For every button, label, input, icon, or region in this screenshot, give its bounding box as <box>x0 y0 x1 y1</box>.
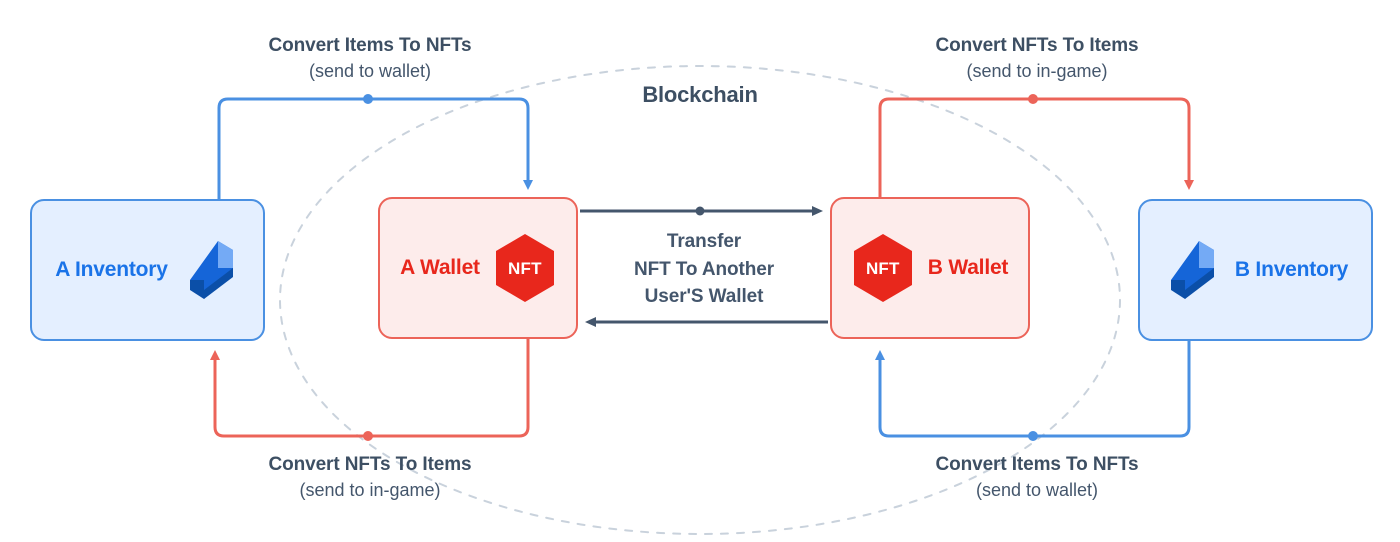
hexagon-shape <box>853 234 912 302</box>
node-a-wallet-label: A Wallet <box>400 256 480 279</box>
flow-path-dot-bottom-left <box>363 431 373 441</box>
flow-label-bottom-right-main: Convert Items To NFTs <box>935 454 1139 475</box>
node-a-inventory-label: A Inventory <box>55 258 168 281</box>
nft-hexagon-icon: NFT <box>852 233 914 303</box>
flow-label-top-right: Convert NFTs To Items (send to in-game) <box>912 33 1162 83</box>
flow-label-bottom-left: Convert NFTs To Items (send to in-game) <box>245 452 495 502</box>
node-b-inventory-label: B Inventory <box>1234 258 1349 281</box>
nft-badge-text: NFT <box>865 258 900 278</box>
nft-badge-text: NFT <box>508 258 542 278</box>
flow-path-dot-top-right <box>1028 94 1038 104</box>
flow-path-convert-items-to-nfts-b <box>875 341 1191 438</box>
nft-hexagon-icon: NFT <box>494 233 556 303</box>
node-b-inventory[interactable]: B Inventory <box>1138 199 1373 341</box>
flow-path-dot-top-left <box>363 94 373 104</box>
blockchain-title: Blockchain <box>642 82 758 107</box>
hexagon-shape <box>495 234 554 302</box>
node-b-wallet-label: B Wallet <box>927 256 1009 279</box>
bolt-icon <box>1170 241 1214 299</box>
flow-label-top-left: Convert Items To NFTs (send to wallet) <box>245 33 495 83</box>
bolt-icon <box>189 241 233 299</box>
flow-label-top-left-sub: (send to wallet) <box>308 60 432 81</box>
node-a-wallet[interactable]: A Wallet NFT <box>378 197 578 339</box>
flow-path-convert-items-to-nfts-a <box>217 97 533 199</box>
node-a-inventory[interactable]: A Inventory <box>30 199 265 341</box>
flow-path-convert-nfts-to-items-a <box>210 339 530 438</box>
flow-label-bottom-left-main: Convert NFTs To Items <box>268 454 472 475</box>
transfer-label: Transfer NFT To Another User'S Wallet <box>594 228 814 311</box>
flow-label-top-left-main: Convert Items To NFTs <box>268 35 472 56</box>
flow-label-bottom-right: Convert Items To NFTs (send to wallet) <box>912 452 1162 502</box>
transfer-label-line2: NFT To Another <box>633 258 774 280</box>
node-b-wallet[interactable]: NFT B Wallet <box>830 197 1030 339</box>
flow-label-top-right-main: Convert NFTs To Items <box>935 35 1139 56</box>
transfer-label-line3: User'S Wallet <box>644 286 764 308</box>
flow-label-bottom-right-sub: (send to wallet) <box>975 479 1099 500</box>
flow-path-dot-bottom-right <box>1028 431 1038 441</box>
flow-label-bottom-left-sub: (send to in-game) <box>299 479 441 500</box>
flow-label-top-right-sub: (send to in-game) <box>966 60 1108 81</box>
flow-path-convert-nfts-to-items-b <box>878 97 1194 197</box>
transfer-arrow-dot-top <box>695 206 705 216</box>
transfer-label-line1: Transfer <box>666 231 742 252</box>
